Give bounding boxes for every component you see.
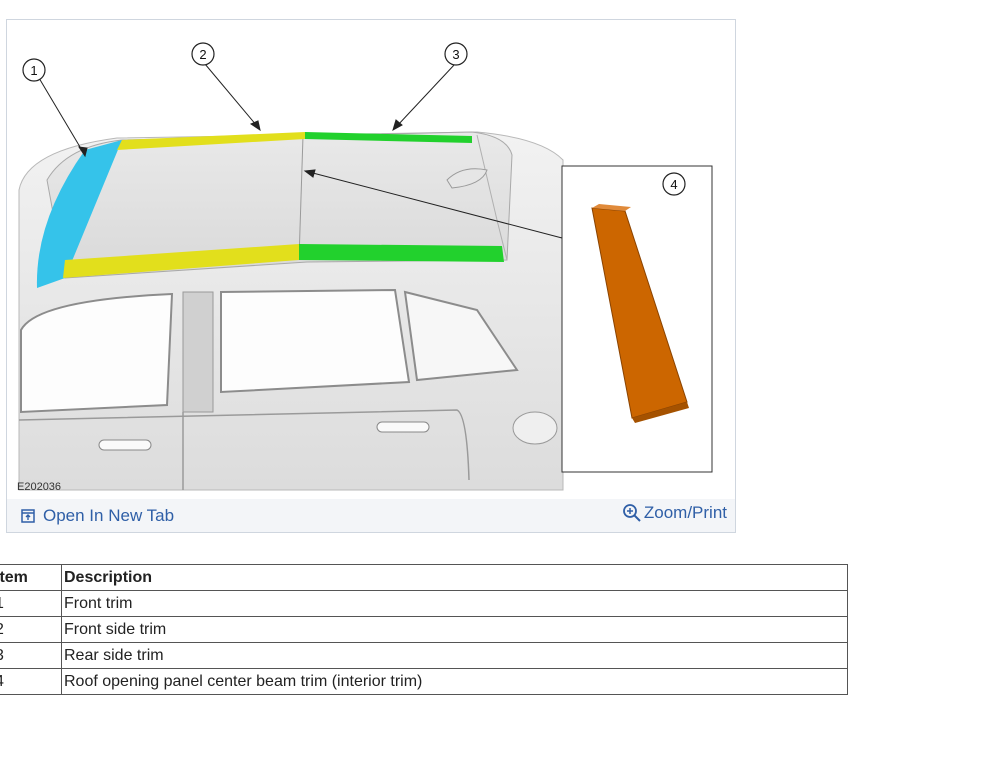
zoom-print-link[interactable]: Zoom/Print [622,503,727,523]
items-table: Item Description 1 Front trim 2 Front si… [0,564,848,695]
callout-4-label: 4 [670,177,677,192]
header-item: Item [0,564,62,591]
front-trim-shape [36,140,122,288]
front-side-trim-bottom [63,244,299,278]
item-description: Rear side trim [61,642,848,669]
figure-id: E202036 [17,481,62,493]
vehicle-roof [46,131,513,279]
callout-4-icon: 4 [662,172,686,196]
zoom-print-label: Zoom/Print [643,503,727,522]
figure-footer: Open In New Tab Zoom/Print [7,499,735,532]
header-description: Description [61,564,848,591]
table-header-row: Item Description [0,564,848,591]
callout-2-icon: 2 [191,42,215,66]
callout-2-label: 2 [199,47,206,62]
open-in-new-tab-link[interactable]: Open In New Tab [21,506,174,526]
item-description: Front trim [61,590,848,617]
open-in-new-tab-label: Open In New Tab [43,506,175,525]
vehicle-roof-trim-illustration: 1 2 3 4 [18,42,713,491]
fuel-door [512,411,558,445]
item-number: 4 [0,668,62,695]
front-side-trim-top [117,132,305,150]
item-number: 1 [0,590,62,617]
rear-door-handle [376,421,430,433]
table-row: 2 Front side trim [0,616,848,643]
front-door-window [20,292,174,414]
table-row: 3 Rear side trim [0,642,848,669]
callout-3-icon: 3 [444,42,468,66]
item-description: Front side trim [61,616,848,643]
callout-1-label: 1 [30,63,37,78]
figure-panel: 1 2 3 4 E202036 Open In New Tab [6,19,736,533]
table-row: 1 Front trim [0,590,848,617]
item-number: 2 [0,616,62,643]
rear-side-trim-top [305,132,472,143]
table-row: 4 Roof opening panel center beam trim (i… [0,668,848,695]
shark-fin-antenna [446,168,488,189]
quarter-window [403,290,519,382]
open-new-tab-icon [21,509,35,523]
callout-1-icon: 1 [22,58,46,82]
rear-side-trim-bottom [299,244,504,262]
callout-3-label: 3 [452,47,459,62]
rear-door-window [220,288,411,394]
item-description: Roof opening panel center beam trim (int… [61,668,848,695]
zoom-in-icon [622,504,641,522]
item-number: 3 [0,642,62,669]
front-door-handle [98,439,152,451]
